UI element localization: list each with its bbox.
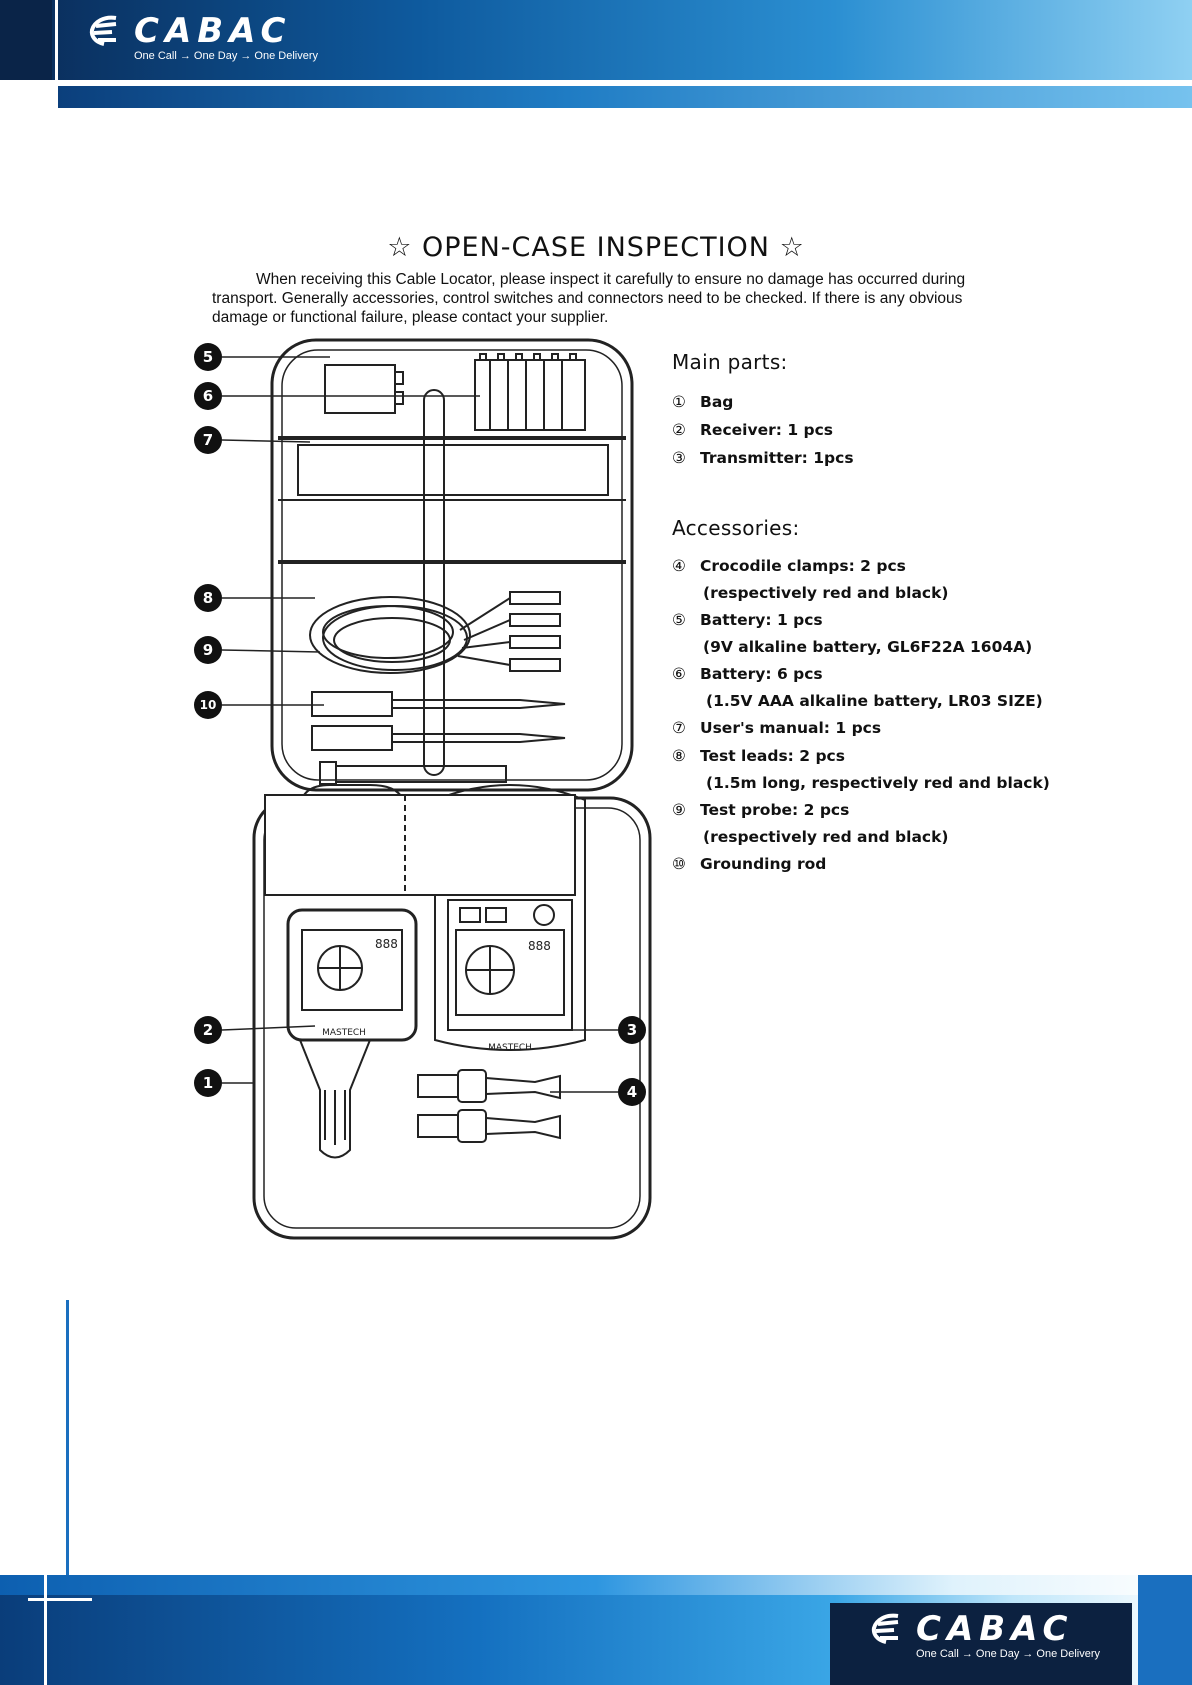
header-band bbox=[58, 86, 1192, 108]
receiver-brand-label: MASTECH bbox=[322, 1028, 366, 1038]
accessories-heading: Accessories: bbox=[672, 516, 800, 540]
main-parts-heading: Main parts: bbox=[672, 350, 788, 374]
header-logo: CABAC One Call → One Day → One Delivery bbox=[86, 14, 318, 62]
brand-tagline: One Call → One Day → One Delivery bbox=[134, 50, 319, 62]
intro-text: When receiving this Cable Locator, pleas… bbox=[212, 271, 966, 326]
footer-cross-vertical bbox=[44, 1575, 47, 1685]
list-item-note: (respectively red and black) bbox=[703, 828, 949, 846]
velcro-strap bbox=[264, 794, 576, 896]
test-leads bbox=[309, 591, 561, 674]
footer-right-block bbox=[1138, 1575, 1192, 1685]
brand-tagline: One Call → One Day → One Delivery bbox=[916, 1648, 1101, 1660]
callout-10: 10 bbox=[200, 698, 217, 712]
crocodile-clamps bbox=[417, 1069, 561, 1143]
callout-4: 4 bbox=[627, 1083, 637, 1101]
brand-name: CABAC bbox=[916, 1609, 1074, 1649]
header-bar bbox=[0, 0, 1192, 80]
list-item-note: (9V alkaline battery, GL6F22A 1604A) bbox=[703, 638, 1033, 656]
bag-lid bbox=[270, 338, 634, 792]
callout-7: 7 bbox=[203, 431, 213, 449]
footer-cross-horizontal bbox=[28, 1598, 92, 1601]
callout-2: 2 bbox=[203, 1021, 213, 1039]
battery-aaa-pack bbox=[474, 353, 586, 431]
list-item-note: (respectively red and black) bbox=[703, 584, 949, 602]
cabac-logo-icon bbox=[871, 1613, 899, 1644]
callout-8: 8 bbox=[203, 589, 213, 607]
brand-name: CABAC bbox=[134, 11, 292, 51]
list-item-note: (1.5m long, respectively red and black) bbox=[706, 774, 1050, 792]
callout-3: 3 bbox=[627, 1021, 637, 1039]
header-divider bbox=[55, 0, 58, 108]
grounding-rod bbox=[423, 389, 445, 776]
footer-logo-panel bbox=[830, 1603, 1132, 1685]
transmitter-device bbox=[434, 784, 586, 1051]
callout-markers bbox=[194, 343, 646, 1106]
callout-5: 5 bbox=[203, 348, 213, 366]
users-manual bbox=[297, 444, 609, 496]
receiver-lcd-digits: 888 bbox=[375, 937, 398, 951]
callout-1: 1 bbox=[203, 1074, 213, 1092]
battery-9v bbox=[324, 364, 396, 414]
header-left-block bbox=[0, 0, 52, 80]
test-probes bbox=[311, 691, 566, 751]
case-diagram: MASTECH MASTECH 888 888 5 6 7 8 9 10 2 1 bbox=[194, 338, 652, 1240]
transmitter-lcd-digits: 888 bbox=[528, 939, 551, 953]
callout-6: 6 bbox=[203, 387, 213, 405]
footer-logo: CABAC One Call → One Day → One Delivery bbox=[868, 1612, 1100, 1660]
list-item-note: (1.5V AAA alkaline battery, LR03 SIZE) bbox=[706, 692, 1043, 710]
transmitter-brand-label: MASTECH bbox=[488, 1043, 532, 1053]
footer-band bbox=[0, 1575, 1192, 1595]
callout-9: 9 bbox=[203, 641, 213, 659]
page-title: ☆ OPEN-CASE INSPECTION ☆ bbox=[387, 232, 805, 263]
cabac-logo-icon bbox=[89, 15, 117, 46]
footer-left-line bbox=[66, 1300, 69, 1685]
